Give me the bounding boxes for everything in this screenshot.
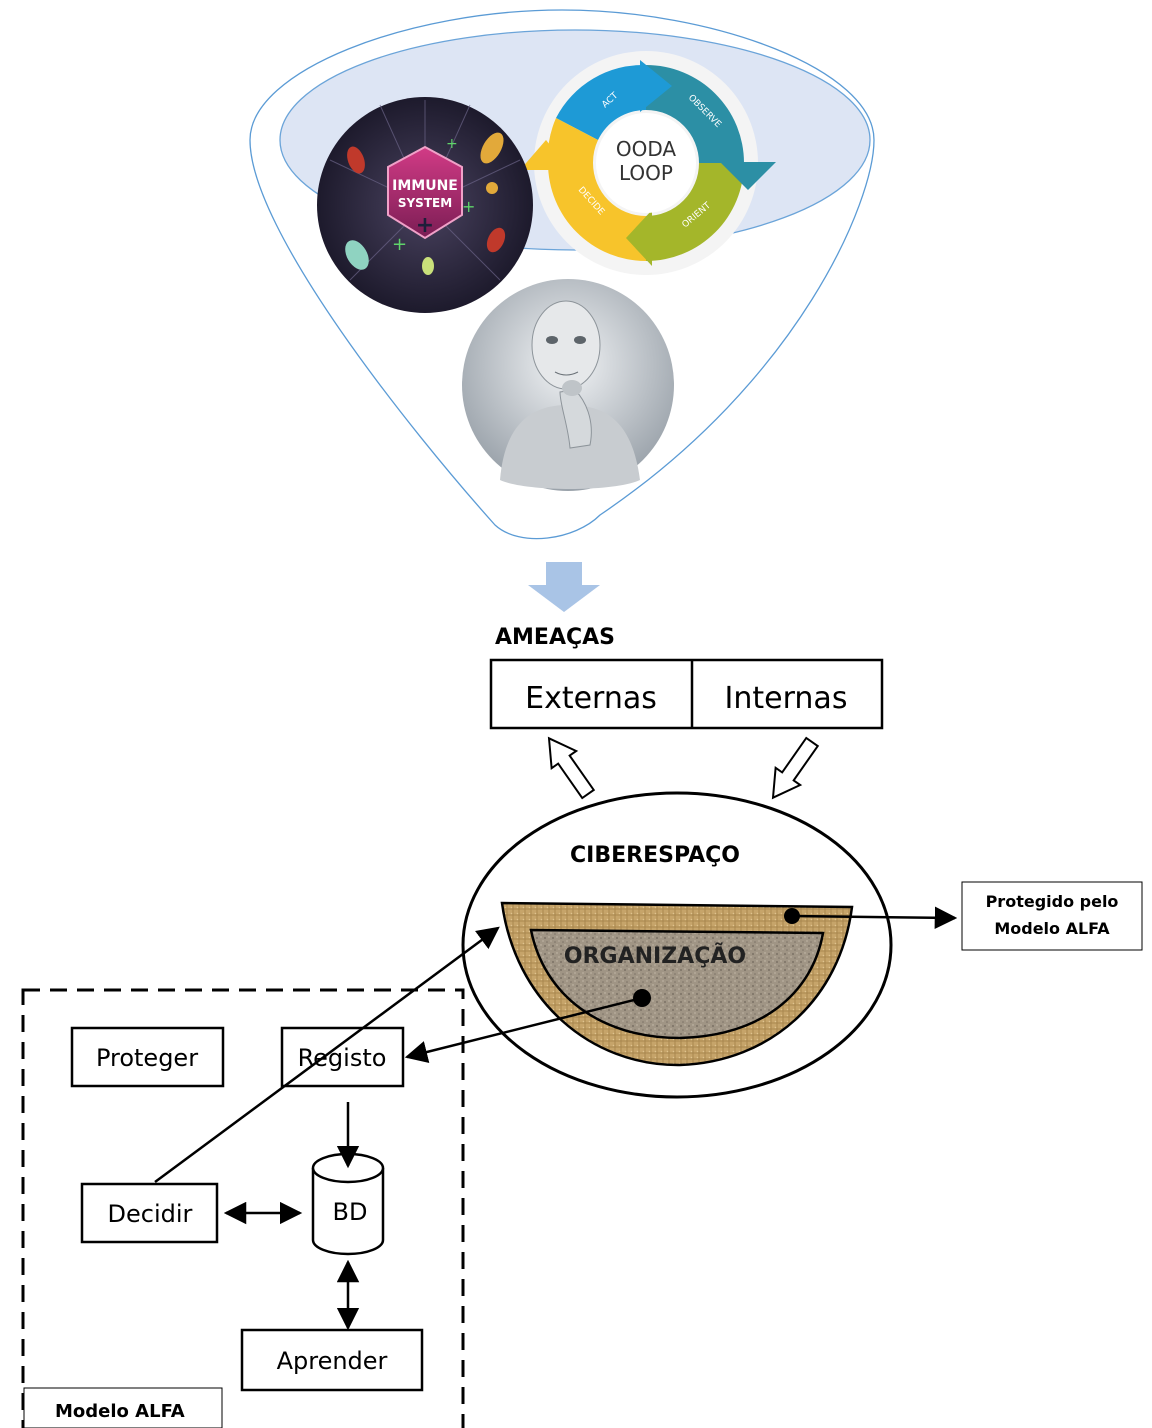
svg-text:+: + <box>392 234 407 255</box>
ooda-loop: OODA LOOP ACT OBSERVE ORIENT DECIDE <box>520 51 776 275</box>
svg-text:+: + <box>416 213 434 238</box>
inward-hollow-arrow <box>771 736 820 800</box>
immune-label-line1: IMMUNE <box>392 178 458 194</box>
alfa-model-title: Modelo ALFA <box>55 1401 185 1422</box>
immune-label-line2: SYSTEM <box>398 196 452 210</box>
ooda-act-segment <box>556 64 646 140</box>
learn-box <box>240 1328 424 1392</box>
threat-external: Externas <box>525 681 657 716</box>
down-arrow <box>528 562 600 612</box>
register-label: Registo <box>298 1044 387 1072</box>
protect-label: Proteger <box>96 1044 198 1072</box>
threat-internal: Internas <box>725 681 848 716</box>
svg-text:+: + <box>462 197 475 216</box>
learn-label: Aprender <box>277 1347 388 1375</box>
ooda-decide-segment <box>548 163 646 261</box>
outward-hollow-arrow <box>547 736 596 800</box>
organization-inner-bowl <box>529 928 825 1040</box>
protected-note-line2: Modelo ALFA <box>994 919 1110 938</box>
immune-system-image: + + + IMMUNE SYSTEM + <box>317 97 533 313</box>
ooda-observe-segment <box>646 65 744 163</box>
threats-box <box>489 658 884 730</box>
protected-connector <box>791 906 958 930</box>
decide-box <box>80 1182 219 1244</box>
alfa-model-container <box>21 988 465 1428</box>
cyberspace-title: CIBERESPAÇO <box>570 843 740 868</box>
alfa-model-title-box <box>23 1387 223 1428</box>
decide-label: Decidir <box>108 1200 193 1228</box>
register-box <box>280 1026 405 1088</box>
organization-to-register-arrow <box>404 996 643 1063</box>
database-cylinder: BD <box>311 1152 385 1256</box>
protected-note-box <box>961 881 1143 951</box>
ooda-orient-segment <box>646 163 744 261</box>
organization-label: ORGANIZAÇÃO <box>564 943 746 969</box>
ooda-center-line2: LOOP <box>619 161 673 185</box>
database-label: BD <box>333 1198 368 1226</box>
svg-text:+: + <box>446 136 458 152</box>
robot-thinker-image <box>462 279 674 491</box>
protect-box <box>70 1026 225 1088</box>
decide-to-organization-arrow <box>154 926 500 1184</box>
ooda-center-line1: OODA <box>616 137 677 161</box>
threats-title: AMEAÇAS <box>495 625 615 650</box>
protected-note-line1: Protegido pelo <box>986 892 1119 911</box>
